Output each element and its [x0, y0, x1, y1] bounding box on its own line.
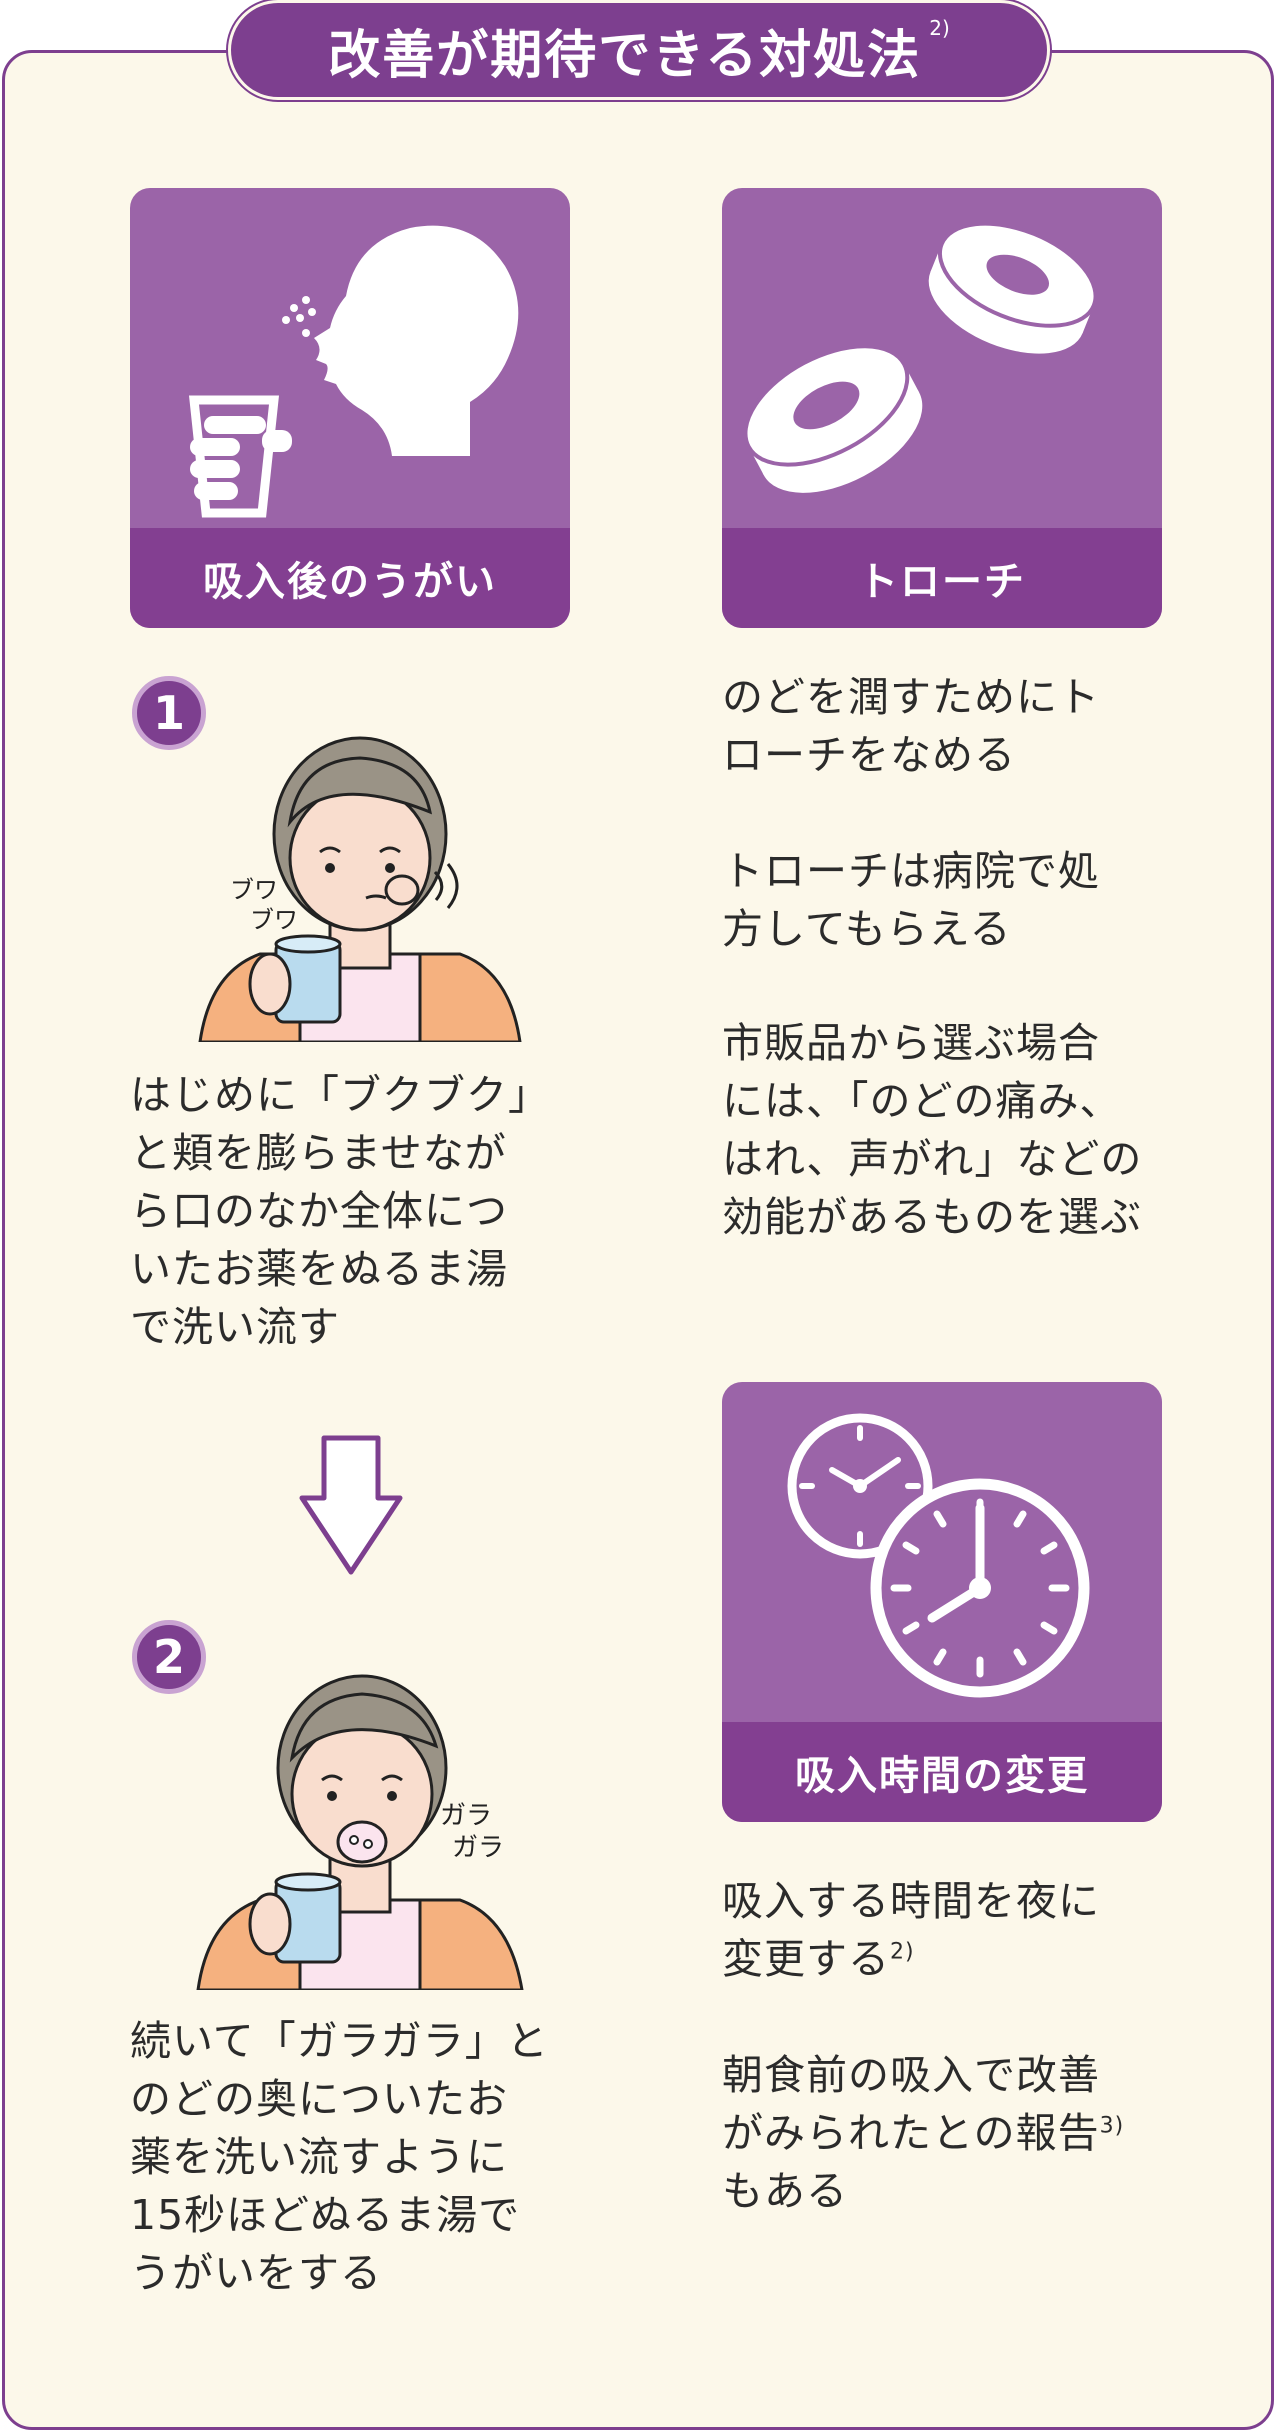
- lozenge-card-label: トローチ: [722, 528, 1162, 628]
- lozenge-icon: [743, 221, 1098, 493]
- step-1-text: はじめに「ブクブク」 と頬を膨らませなが ら口のなか全体につ いたお薬をぬるま湯…: [130, 1071, 550, 1351]
- clock-icon: [787, 1413, 1090, 1698]
- timing-card-label: 吸入時間の変更: [722, 1722, 1162, 1822]
- sfx-text: ガラ: [440, 1801, 492, 1831]
- title-reference: 2): [929, 16, 950, 40]
- page-title-text: 改善が期待できる対処法: [328, 25, 922, 86]
- lozenge-text-1: のどを潤すためにト ローチをなめる: [722, 673, 1100, 779]
- timing-text-2: 朝食前の吸入で改善 がみられたとの報告3) もある: [722, 2051, 1125, 2215]
- arrow-down-icon: [299, 1435, 403, 1575]
- page-title: 改善が期待できる対処法 2): [228, 0, 1050, 100]
- sfx-text: ブワ: [230, 876, 278, 904]
- lozenge-text-3: 市販品から選ぶ場合 には、「のどの痛み、 はれ、声がれ」などの 効能があるものを…: [722, 1019, 1143, 1241]
- step-1-badge: 1: [132, 676, 206, 750]
- woman-gargling-illustration: ガラ ガラ: [196, 1674, 524, 1990]
- gargle-icon: [188, 225, 519, 518]
- gargle-card-label: 吸入後のうがい: [130, 528, 570, 628]
- gargle-card: 吸入後のうがい: [130, 188, 570, 628]
- sfx-text: ブワ: [250, 906, 298, 934]
- timing-text-1: 吸入する時間を夜に 変更する2): [722, 1877, 1100, 1983]
- step-2-badge: 2: [132, 1620, 206, 1694]
- woman-rinsing-illustration: ブワ ブワ: [198, 736, 522, 1042]
- lozenge-card: トローチ: [722, 188, 1162, 628]
- sfx-text: ガラ: [452, 1833, 504, 1863]
- lozenge-text-2: トローチは病院で処 方してもらえる: [722, 847, 1100, 953]
- timing-card: 吸入時間の変更: [722, 1382, 1162, 1822]
- step-2-text: 続いて「ガラガラ」と のどの奥についたお 薬を洗い流すように 15秒ほどぬるま湯…: [130, 2017, 549, 2297]
